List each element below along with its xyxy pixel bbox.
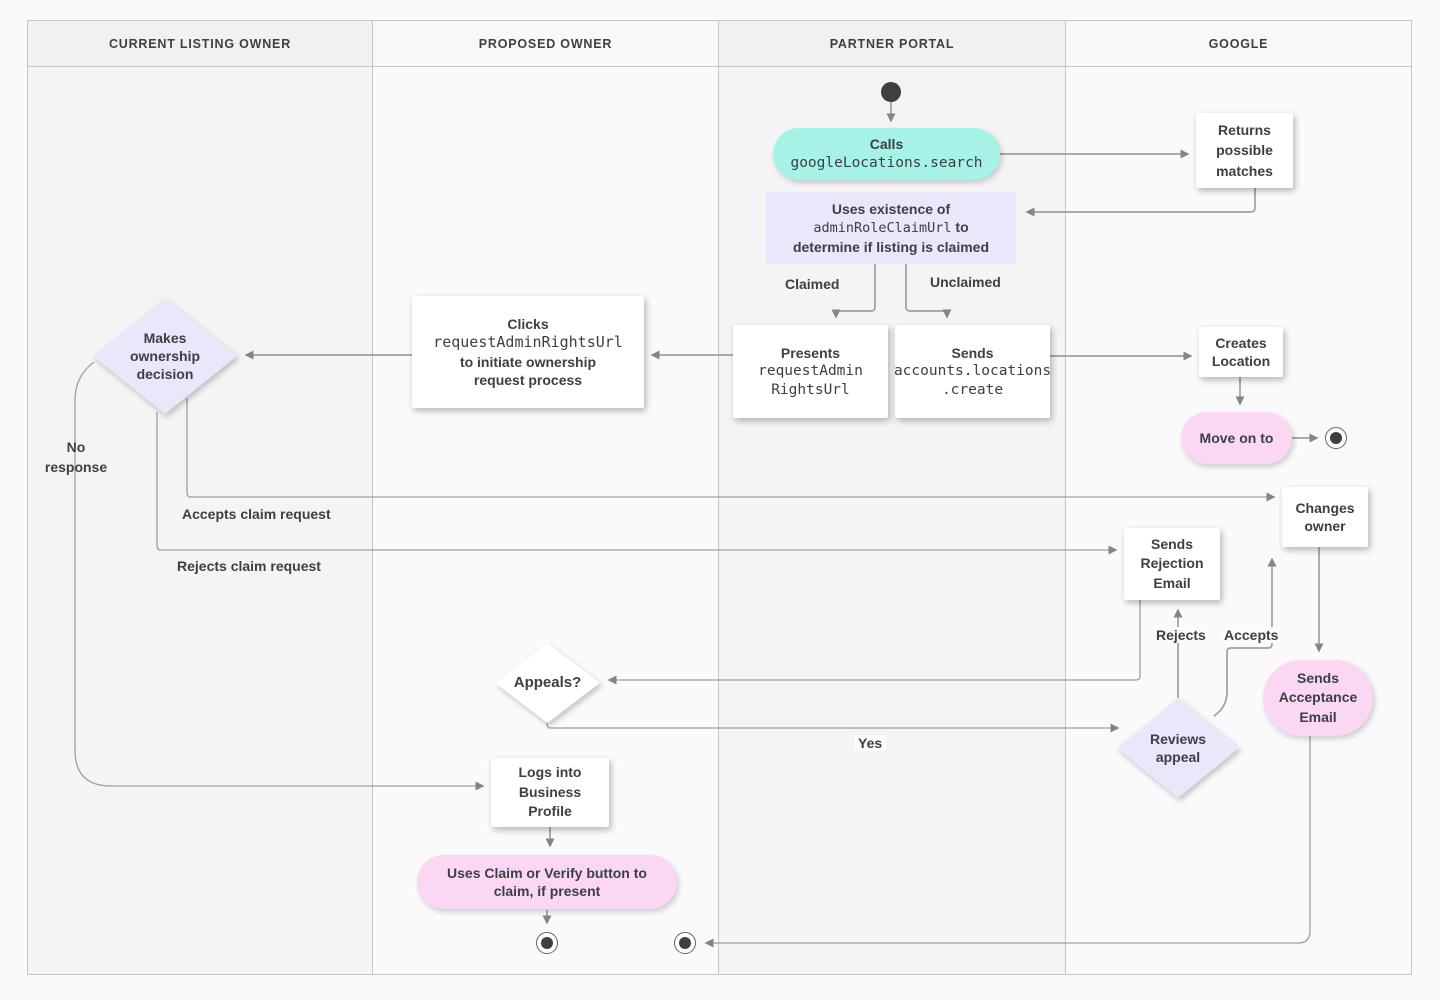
end-node-dot bbox=[679, 937, 691, 949]
edge-label-claimed: Claimed bbox=[785, 276, 840, 292]
lane-title: CURRENT LISTING OWNER bbox=[108, 36, 292, 51]
node-label-line3: determine if listing is claimed bbox=[792, 238, 990, 255]
edge-label-unclaimed: Unclaimed bbox=[930, 274, 1001, 290]
reviews-appeal-diamond: Reviews appeal bbox=[1117, 698, 1239, 798]
sends-acceptance-email-node: Sends Acceptance Email bbox=[1263, 660, 1373, 736]
node-label-line1: Uses existence of bbox=[831, 201, 951, 218]
node-code-line2: .create bbox=[941, 381, 1004, 398]
edge-label-accepts-claim-request: Accepts claim request bbox=[182, 506, 331, 522]
node-code: adminRoleClaimUrl bbox=[813, 220, 952, 237]
changes-owner-node: Changes owner bbox=[1282, 487, 1368, 547]
lane-title: PARTNER PORTAL bbox=[829, 36, 955, 51]
node-label: Sends bbox=[951, 344, 994, 361]
node-label-line3: to initiate ownership bbox=[459, 353, 597, 370]
node-label: Sends Rejection Email bbox=[1140, 535, 1204, 591]
edge-label-yes: Yes bbox=[854, 735, 887, 751]
presents-request-admin-rights-url-node: Presents requestAdmin RightsUrl bbox=[733, 325, 888, 418]
clicks-request-admin-rights-url-node: Clicks requestAdminRightsUrl to initiate… bbox=[412, 296, 644, 408]
node-code: googleLocations.search bbox=[790, 154, 983, 171]
node-label: Changes owner bbox=[1295, 499, 1355, 534]
node-label: Sends Acceptance Email bbox=[1278, 669, 1358, 725]
node-code: requestAdminRightsUrl bbox=[433, 333, 623, 352]
lane-header: CURRENT LISTING OWNER bbox=[28, 21, 372, 67]
node-label: Returns possible matches bbox=[1216, 122, 1273, 179]
edge-label-rejects-claim-request: Rejects claim request bbox=[177, 558, 321, 574]
node-label: Logs into Business Profile bbox=[518, 764, 582, 820]
node-label: Creates Location bbox=[1211, 334, 1271, 369]
node-label: Presents bbox=[780, 344, 841, 361]
move-on-to-node: Move on to bbox=[1181, 412, 1292, 464]
node-label-line4: request process bbox=[473, 371, 583, 388]
end-node-proposed-owner bbox=[536, 932, 558, 954]
node-label: Appeals? bbox=[513, 674, 582, 692]
node-label-line2: adminRoleClaimUrl to bbox=[813, 218, 968, 238]
end-node-partner-portal bbox=[674, 932, 696, 954]
lane-header: PARTNER PORTAL bbox=[719, 21, 1065, 67]
node-label: Makes ownership decision bbox=[129, 329, 200, 383]
sends-accounts-locations-create-node: Sends accounts.locations .create bbox=[893, 325, 1052, 418]
edge-label-no-response: No response bbox=[44, 439, 108, 476]
end-node-dot bbox=[1330, 432, 1342, 444]
node-label-suffix: to bbox=[951, 219, 969, 236]
uses-claim-or-verify-button-node: Uses Claim or Verify button to claim, if… bbox=[417, 855, 677, 909]
calls-google-locations-search-node: Calls googleLocations.search bbox=[773, 128, 1000, 180]
end-node-dot bbox=[541, 937, 553, 949]
appeals-diamond: Appeals? bbox=[495, 643, 600, 723]
uses-existence-admin-role-claim-url-node: Uses existence of adminRoleClaimUrl to d… bbox=[766, 192, 1016, 264]
edge-label-rejects: Rejects bbox=[1152, 627, 1210, 643]
returns-possible-matches-node: Returns possible matches bbox=[1196, 113, 1293, 188]
node-label: Calls bbox=[869, 136, 904, 153]
logs-into-business-profile-node: Logs into Business Profile bbox=[491, 758, 609, 827]
start-node bbox=[881, 82, 901, 102]
creates-location-node: Creates Location bbox=[1199, 327, 1283, 377]
lane-header: PROPOSED OWNER bbox=[373, 21, 718, 67]
node-code-line2: RightsUrl bbox=[771, 381, 850, 398]
node-code-line1: requestAdmin bbox=[758, 362, 863, 379]
edge-label-accepts: Accepts bbox=[1220, 627, 1283, 643]
node-label-line1: Clicks bbox=[507, 315, 549, 332]
node-label: Move on to bbox=[1199, 429, 1274, 446]
lane-title: GOOGLE bbox=[1208, 36, 1269, 51]
lane-title: PROPOSED OWNER bbox=[478, 36, 613, 51]
node-label: Reviews appeal bbox=[1149, 730, 1207, 765]
sends-rejection-email-node: Sends Rejection Email bbox=[1124, 528, 1220, 600]
node-label: Uses Claim or Verify button to claim, if… bbox=[447, 864, 647, 899]
end-node-google bbox=[1325, 427, 1347, 449]
makes-ownership-decision-diamond: Makes ownership decision bbox=[93, 298, 237, 414]
node-code-line1: accounts.locations bbox=[893, 362, 1052, 379]
lane-header: GOOGLE bbox=[1066, 21, 1411, 67]
